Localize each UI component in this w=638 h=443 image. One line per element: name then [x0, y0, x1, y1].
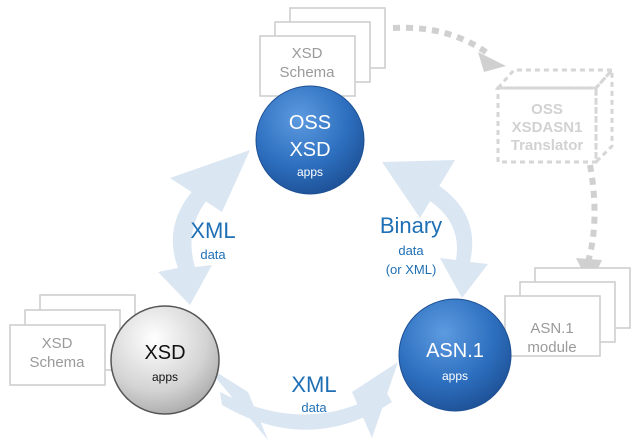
- bottom-double-arrow: [205, 362, 398, 440]
- left-double-arrow: [158, 150, 250, 305]
- oss-xsd-apps-node: OSS XSD apps: [255, 85, 365, 195]
- top-schema-line1: XSD: [292, 45, 323, 62]
- right-double-arrow: [382, 160, 488, 298]
- asn-node-sub: apps: [442, 369, 468, 383]
- left-schema-line1: XSD: [42, 335, 73, 352]
- asn-module-line1: ASN.1: [530, 320, 573, 337]
- right-edge-main: Binary: [380, 213, 442, 238]
- translator-line1: OSS: [531, 101, 563, 118]
- xsd-node-line1: XSD: [144, 342, 185, 364]
- dashed-flow-arrows: [392, 24, 602, 286]
- left-schema-line2: Schema: [29, 354, 85, 371]
- translator-line2: XSDASN1: [512, 119, 583, 136]
- asn1-apps-node: ASN.1 apps: [398, 298, 512, 412]
- asn-module-doc: ASN.1 module: [504, 267, 631, 357]
- asn-module-line2: module: [527, 339, 576, 356]
- bottom-edge-sub: data: [301, 400, 327, 415]
- right-edge-sub2: (or XML): [386, 262, 437, 277]
- oss-node-sub: apps: [297, 165, 323, 179]
- bottom-edge-label: XML data: [291, 372, 336, 415]
- oss-node-line1: OSS: [289, 112, 331, 134]
- top-xsd-schema-doc: XSD Schema: [259, 7, 386, 97]
- right-edge-label: Binary data (or XML): [380, 213, 442, 277]
- right-edge-sub: data: [398, 243, 424, 258]
- left-edge-label: XML data: [190, 218, 235, 262]
- xsd-apps-node: XSD apps: [110, 305, 220, 415]
- left-edge-main: XML: [190, 218, 235, 243]
- oss-node-line2: XSD: [289, 139, 330, 161]
- bottom-edge-main: XML: [291, 372, 336, 397]
- top-schema-line2: Schema: [279, 64, 335, 81]
- left-edge-sub: data: [200, 247, 226, 262]
- asn-node-line1: ASN.1: [426, 340, 484, 362]
- translator-line3: Translator: [511, 137, 584, 154]
- translator-box: OSS XSDASN1 Translator: [494, 66, 616, 166]
- xsd-node-sub: apps: [152, 370, 178, 384]
